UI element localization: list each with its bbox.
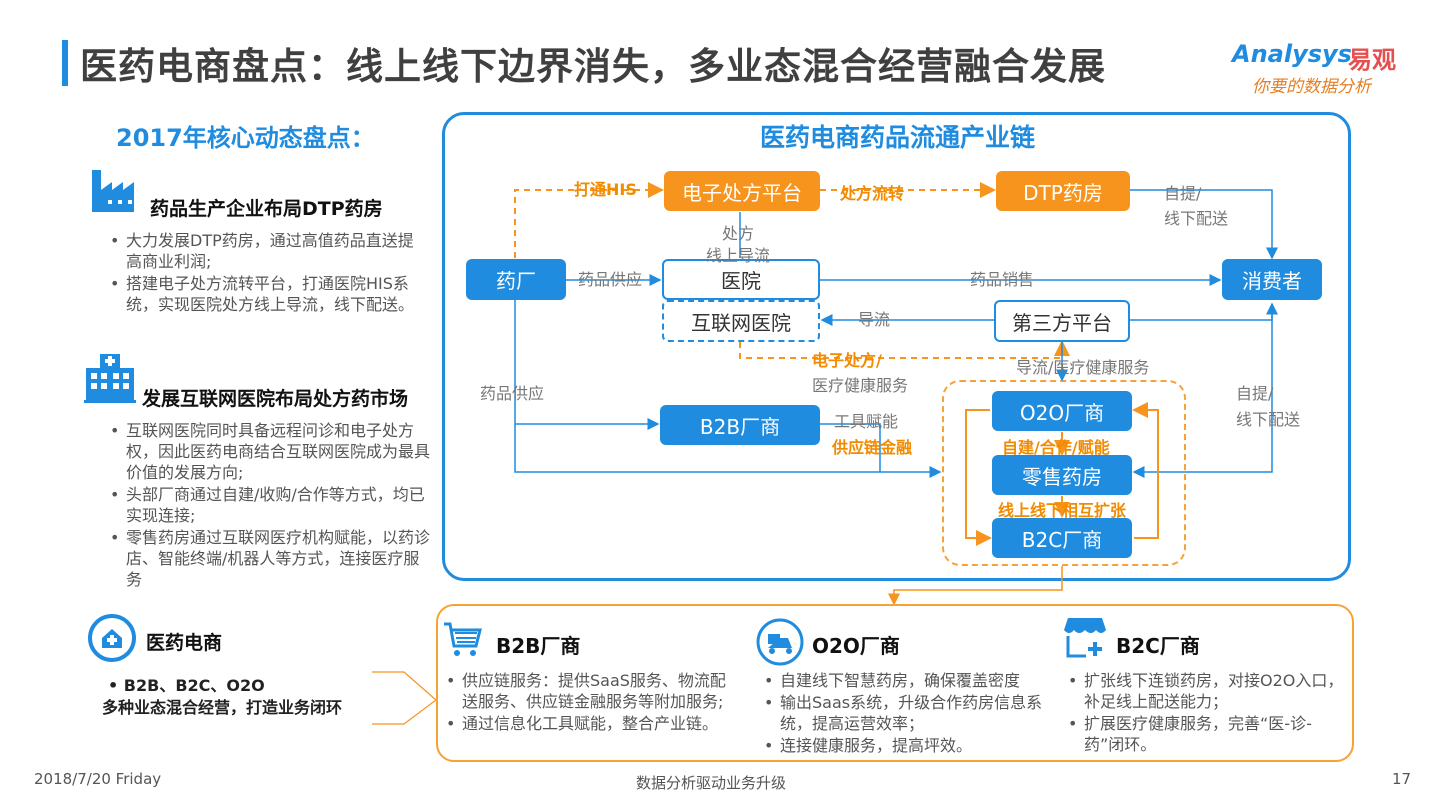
- label-drug-supply-2: 药品供应: [480, 384, 545, 403]
- section-bullets-internet-hospital: 互联网医院同时具备远程问诊和电子处方权，因此医药电商结合互联网医院成为最具价值的…: [108, 420, 432, 591]
- label-prescription-1: 处方: [722, 224, 755, 243]
- b2b-bullets: 供应链服务：提供SaaS服务、物流配送服务、供应链金融服务等附加服务; 通过信息…: [444, 670, 740, 735]
- node-b2b: B2B厂商: [660, 405, 820, 445]
- b2c-bullets: 扩张线下连锁药房，对接O2O入口，补足线上配送能力； 扩展医疗健康服务，完善“医…: [1066, 670, 1348, 756]
- label-pickup-2: 线下配送: [1164, 209, 1229, 228]
- label-drug-sales: 药品销售: [970, 270, 1035, 289]
- list-item: 自建线下智慧药房，确保覆盖密度: [762, 670, 1062, 691]
- label-online-offline: 线上线下相互扩张: [998, 501, 1127, 520]
- logo-text-cn: 易观: [1348, 46, 1396, 74]
- hospital-icon: [84, 352, 136, 404]
- ecommerce-models: • B2B、B2C、O2O: [108, 672, 265, 696]
- label-guide: 导流: [858, 310, 891, 329]
- delivery-scooter-icon: [756, 618, 804, 666]
- list-item: 通过信息化工具赋能，整合产业链。: [444, 713, 740, 734]
- node-o2o: O2O厂商: [992, 391, 1132, 431]
- ecommerce-summary: 多种业态混合经营，打造业务闭环: [102, 698, 343, 717]
- node-pharma-factory: 药厂: [466, 259, 566, 300]
- node-consumer: 消费者: [1222, 259, 1322, 300]
- label-pickup-4: 线下配送: [1236, 410, 1301, 429]
- list-item: 扩展医疗健康服务，完善“医-诊-药”闭环。: [1066, 713, 1348, 755]
- b2b-heading: B2B厂商: [496, 634, 581, 658]
- label-connect-his: 打通HIS: [574, 180, 637, 199]
- left-section-title: 2017年核心动态盘点：: [116, 124, 375, 152]
- list-item: 互联网医院同时具备远程问诊和电子处方权，因此医药电商结合互联网医院成为最具价值的…: [108, 420, 432, 483]
- title-accent-bar: [62, 40, 68, 86]
- label-pickup-1: 自提/: [1164, 184, 1202, 203]
- node-retail-pharmacy: 零售药房: [992, 455, 1132, 495]
- list-item: 大力发展DTP药房，通过高值药品直送提高商业利润;: [108, 230, 426, 272]
- list-item: 搭建电子处方流转平台，打通医院HIS系统，实现医院处方线上导流，线下配送。: [108, 273, 426, 315]
- label-eprescription-2: 医疗健康服务: [812, 376, 909, 395]
- list-item: 头部厂商通过自建/收购/合作等方式，均已实现连接;: [108, 484, 432, 526]
- store-icon: [1062, 614, 1108, 660]
- node-internet-hospital: 互联网医院: [662, 300, 820, 342]
- label-eprescription-1: 电子处方/: [812, 351, 882, 370]
- medical-shield-icon: [88, 614, 136, 662]
- vendor-summary-frame: [436, 604, 1354, 762]
- label-supply-finance: 供应链金融: [832, 438, 913, 457]
- node-hospital: 医院: [662, 259, 820, 300]
- section-heading-internet-hospital: 发展互联网医院布局处方药市场: [142, 388, 409, 410]
- o2o-heading: O2O厂商: [812, 634, 900, 658]
- node-b2c: B2C厂商: [992, 518, 1132, 558]
- list-item: 供应链服务：提供SaaS服务、物流配送服务、供应链金融服务等附加服务;: [444, 670, 740, 712]
- section-bullets-dtp: 大力发展DTP药房，通过高值药品直送提高商业利润; 搭建电子处方流转平台，打通医…: [108, 230, 426, 316]
- bullet-dot: •: [108, 676, 124, 695]
- list-item: 连接健康服务，提高坪效。: [762, 735, 1062, 756]
- logo-tagline: 你要的数据分析: [1252, 77, 1371, 97]
- page-title: 医药电商盘点：线上线下边界消失，多业态混合经营融合发展: [80, 45, 1106, 88]
- label-drug-supply: 药品供应: [578, 270, 643, 289]
- factory-icon: [90, 168, 136, 214]
- footer-slogan: 数据分析驱动业务升级: [636, 774, 787, 792]
- logo-text-en: Analysys: [1232, 40, 1352, 68]
- cart-icon: [442, 620, 482, 660]
- label-self-build: 自建/合作/赋能: [1002, 438, 1110, 457]
- node-eprescription-platform: 电子处方平台: [664, 171, 820, 211]
- label-prescription-flow: 处方流转: [840, 184, 905, 203]
- list-item: 零售药房通过互联网医疗机构赋能，以药诊店、智能终端/机器人等方式，连接医疗服务: [108, 527, 432, 590]
- section-heading-ecommerce: 医药电商: [146, 632, 223, 654]
- b2c-heading: B2C厂商: [1116, 634, 1200, 658]
- ecommerce-models-text: B2B、B2C、O2O: [123, 676, 265, 695]
- label-tool-enable: 工具赋能: [834, 412, 899, 431]
- list-item: 扩张线下连锁药房，对接O2O入口，补足线上配送能力；: [1066, 670, 1348, 712]
- chain-title: 医药电商药品流通产业链: [760, 123, 1036, 152]
- footer-date: 2018/7/20 Friday: [34, 770, 162, 788]
- o2o-bullets: 自建线下智慧药房，确保覆盖密度 输出Saas系统，升级合作药房信息系统，提高运营…: [762, 670, 1062, 757]
- label-guide-health: 导流/医疗健康服务: [1016, 358, 1150, 377]
- node-third-party-platform: 第三方平台: [994, 300, 1130, 342]
- page-number: 17: [1392, 770, 1412, 788]
- chain-frame: [442, 112, 1351, 581]
- section-heading-dtp: 药品生产企业布局DTP药房: [150, 198, 383, 220]
- label-prescription-2: 线上导流: [706, 246, 771, 265]
- node-dtp-pharmacy: DTP药房: [996, 171, 1130, 211]
- label-pickup-3: 自提/: [1236, 384, 1274, 403]
- list-item: 输出Saas系统，升级合作药房信息系统，提高运营效率；: [762, 692, 1062, 734]
